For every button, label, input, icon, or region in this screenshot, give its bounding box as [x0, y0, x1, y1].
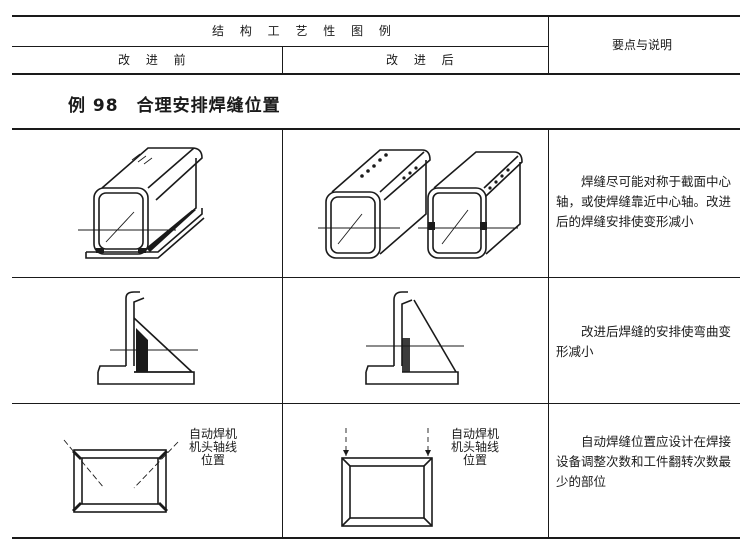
row3-before-drawing [63, 439, 179, 513]
header-mid-border [12, 46, 548, 47]
row3-after-label-line2: 机头轴线 [450, 440, 499, 454]
row3-before-label-line1: 自动焊机 [188, 427, 237, 441]
example-title: 例 98 合理安排焊缝位置 [68, 96, 281, 116]
row2-note: 改进后焊缝的安排使弯曲变形减小 [556, 324, 732, 359]
grid-bottom-border [12, 537, 740, 539]
grid-row-divider-2 [12, 403, 740, 404]
header-divider-1 [282, 46, 283, 74]
row3-note: 自动焊缝位置应设计在焊接设备调整次数和工件翻转次数最少的部位 [556, 434, 732, 489]
row3-after-label-line3: 位置 [462, 453, 487, 467]
grid-row-divider-1 [12, 277, 740, 278]
row1-after-drawing [318, 149, 523, 259]
row3-after-drawing [341, 428, 433, 527]
row3-after-label-line1: 自动焊机 [450, 427, 499, 441]
row2-after-drawing [365, 291, 464, 385]
header-before: 改 进 前 [118, 53, 192, 67]
header-after: 改 进 后 [386, 53, 460, 67]
row2-before-drawing [97, 291, 198, 385]
row3-before-label-line2: 机头轴线 [188, 440, 237, 454]
row1-before-drawing [78, 147, 205, 259]
header-divider-2 [548, 15, 549, 74]
grid-top-border [12, 128, 740, 130]
row1-note: 焊缝尽可能对称于截面中心轴，或使焊缝靠近中心轴。改进后的焊缝安排使变形减小 [556, 174, 732, 229]
header-notes: 要点与说明 [612, 38, 673, 52]
row3-before-label-line3: 位置 [200, 453, 225, 467]
header-bottom-border [12, 73, 740, 75]
table-top-border [12, 15, 740, 17]
row3-after-label: 自动焊机 机头轴线 位置 [440, 428, 510, 467]
grid-col-divider-2 [548, 128, 549, 538]
row3-before-label: 自动焊机 机头轴线 位置 [178, 428, 248, 467]
header-title: 结 构 工 艺 性 图 例 [212, 24, 397, 38]
grid-col-divider-1 [282, 128, 283, 538]
